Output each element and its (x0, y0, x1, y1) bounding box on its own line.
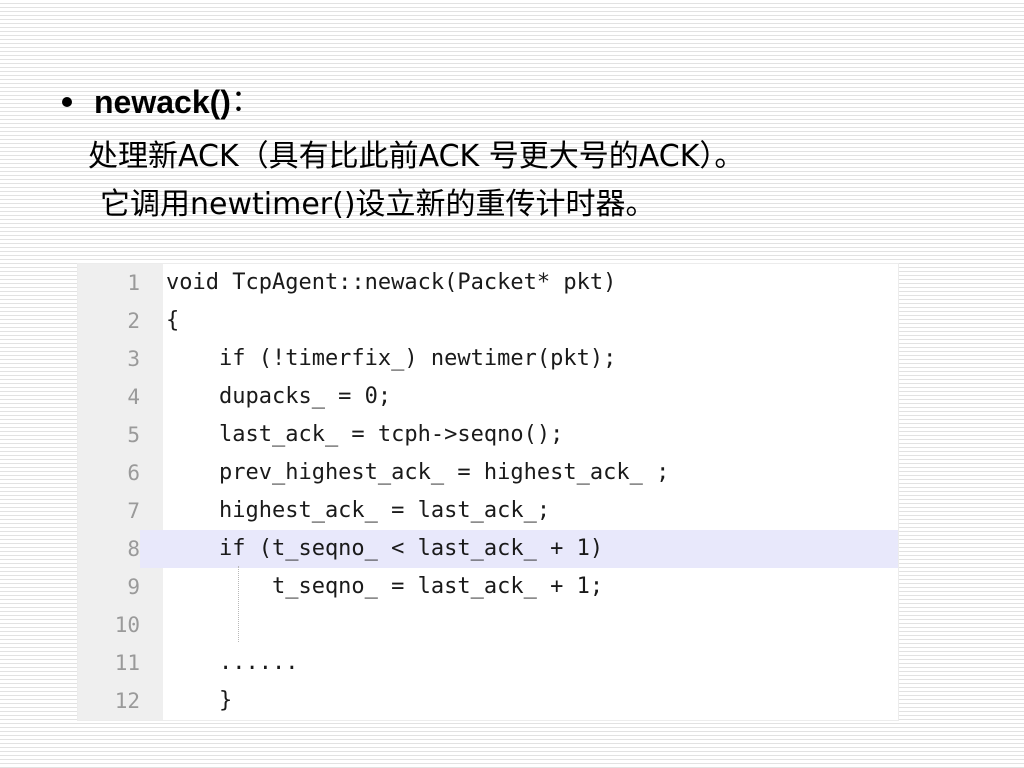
code-line-11: 11 ...... (78, 644, 898, 682)
line-number: 5 (127, 423, 140, 447)
code-text: if (!timerfix_) newtimer(pkt); (166, 346, 617, 371)
line-number: 10 (114, 613, 140, 637)
line-number: 3 (127, 347, 140, 371)
line-number: 2 (127, 309, 140, 333)
bullet-colon: ： (230, 84, 261, 119)
code-line-5: 5 last_ack_ = tcph->seqno(); (78, 416, 898, 454)
line-number: 1 (127, 271, 140, 295)
code-text: t_seqno_ = last_ack_ + 1; (166, 574, 604, 599)
line-number: 9 (127, 575, 140, 599)
line-number: 12 (114, 689, 140, 713)
code-line-7: 7 highest_ack_ = last_ack_; (78, 492, 898, 530)
code-line-2: 2 { (78, 302, 898, 340)
code-line-6: 6 prev_highest_ack_ = highest_ack_ ; (78, 454, 898, 492)
code-line-12: 12 } (78, 682, 898, 720)
code-screenshot: 1 void TcpAgent::newack(Packet* pkt) 2 {… (78, 264, 898, 720)
code-line-9: 9 t_seqno_ = last_ack_ + 1; (78, 568, 898, 606)
code-line-4: 4 dupacks_ = 0; (78, 378, 898, 416)
line-number: 6 (127, 461, 140, 485)
description-line-1: 处理新ACK（具有比此前ACK 号更大号的ACK）。 (88, 139, 745, 174)
code-text: last_ack_ = tcph->seqno(); (166, 422, 564, 447)
code-text: void TcpAgent::newack(Packet* pkt) (166, 270, 617, 295)
code-line-3: 3 if (!timerfix_) newtimer(pkt); (78, 340, 898, 378)
line-number: 4 (127, 385, 140, 409)
code-text: ...... (166, 650, 299, 675)
indent-guide-line (238, 566, 239, 642)
line-number: 7 (127, 499, 140, 523)
line-number: 8 (78, 530, 140, 568)
code-text: dupacks_ = 0; (166, 384, 392, 409)
code-text: highest_ack_ = last_ack_; (166, 498, 551, 523)
line-number: 11 (114, 651, 140, 675)
code-text: prev_highest_ack_ = highest_ack_ ; (166, 460, 670, 485)
bullet-dot-icon (62, 97, 72, 107)
code-text: { (166, 308, 180, 333)
code-line-1: 1 void TcpAgent::newack(Packet* pkt) (78, 264, 898, 302)
description-line-2: 它调用newtimer()设立新的重传计时器。 (100, 187, 656, 222)
code-line-10: 10 (78, 606, 898, 644)
code-text: } (166, 688, 233, 713)
function-name: newack() (94, 84, 231, 120)
bullet-item: newack() ： (62, 80, 261, 124)
line-number-gutter (78, 264, 163, 720)
slide-text-area: newack() ： 处理新ACK（具有比此前ACK 号更大号的ACK）。 它调… (0, 0, 1024, 260)
code-line-8-highlighted: 8 if (t_seqno_ < last_ack_ + 1) (78, 530, 898, 568)
code-text: if (t_seqno_ < last_ack_ + 1) (166, 536, 604, 561)
